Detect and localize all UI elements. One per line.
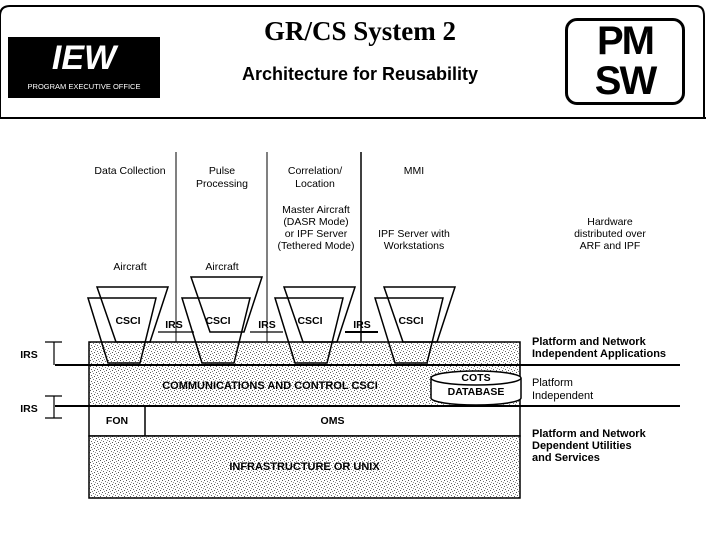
layer-desc: Independent: [532, 390, 594, 402]
pmsw-logo-line1: PM: [597, 19, 655, 63]
pmsw-logo: PM SW: [565, 18, 685, 105]
platform-master-line: Master Aircraft: [282, 204, 350, 216]
platform-ipf-line: Workstations: [383, 240, 445, 252]
irs-left-label: IRS: [20, 349, 38, 361]
csci-cup-icon: [373, 286, 457, 364]
platform-master-line: (DASR Mode): [283, 216, 349, 228]
platform-aircraft: Aircraft: [113, 261, 147, 273]
oms-label: OMS: [320, 415, 345, 427]
comm-control-label: COMMUNICATIONS AND CONTROL CSCI: [162, 380, 378, 392]
csci-cup-icon: [180, 276, 264, 364]
page-title: GR/CS System 2: [263, 16, 456, 46]
irs-label: IRS: [353, 319, 371, 331]
pmsw-logo-line2: SW: [594, 59, 657, 103]
iew-logo-title: IEW: [51, 39, 117, 77]
platform-aircraft: Aircraft: [205, 261, 239, 273]
layer-desc: Independent Applications: [532, 348, 667, 360]
irs-label: IRS: [165, 319, 183, 331]
cots-database-icon: [430, 370, 522, 406]
layer-desc: and Services: [532, 452, 600, 464]
infrastructure-layer: [88, 435, 521, 499]
hardware-line: ARF and IPF: [579, 240, 641, 252]
csci-label: CSCI: [398, 315, 424, 327]
function-mmi: MMI: [403, 165, 425, 177]
irs-label: IRS: [258, 319, 276, 331]
platform-master-line: or IPF Server: [284, 228, 348, 240]
irs-left-label: IRS: [20, 403, 38, 415]
platform-ipf-line: IPF Server with: [378, 228, 450, 240]
iew-logo: IEW PROGRAM EXECUTIVE OFFICE: [8, 37, 160, 98]
database-label: DATABASE: [447, 386, 505, 398]
csci-cup-icon: [273, 286, 357, 364]
function-data-collection: Data Collection: [94, 165, 166, 177]
csci-label: CSCI: [115, 315, 141, 327]
csci-cup-icon: [86, 286, 170, 364]
function-pulse: Pulse: [208, 165, 236, 177]
function-processing: Processing: [196, 178, 248, 190]
iew-logo-subtitle: PROGRAM EXECUTIVE OFFICE: [27, 82, 141, 91]
fon-label: FON: [105, 415, 129, 427]
infrastructure-label: INFRASTRUCTURE OR UNIX: [229, 461, 380, 473]
function-correlation: Correlation/: [287, 165, 343, 177]
function-location: Location: [295, 178, 335, 190]
irs-bracket: [45, 341, 62, 419]
layer-desc: Dependent Utilities: [532, 440, 632, 452]
platform-master-line: (Tethered Mode): [277, 240, 355, 252]
layer-desc: Platform and Network: [532, 428, 646, 440]
layer-desc: Platform: [532, 377, 573, 389]
apps-layer: [88, 341, 521, 366]
page-subtitle: Architecture for Reusability: [241, 64, 479, 84]
hardware-line: distributed over: [574, 228, 646, 240]
csci-label: CSCI: [205, 315, 231, 327]
hardware-line: Hardware: [587, 216, 633, 228]
layer-desc: Platform and Network: [532, 336, 646, 348]
cots-label: COTS: [461, 372, 491, 384]
header-frame: [0, 5, 705, 118]
csci-label: CSCI: [297, 315, 323, 327]
